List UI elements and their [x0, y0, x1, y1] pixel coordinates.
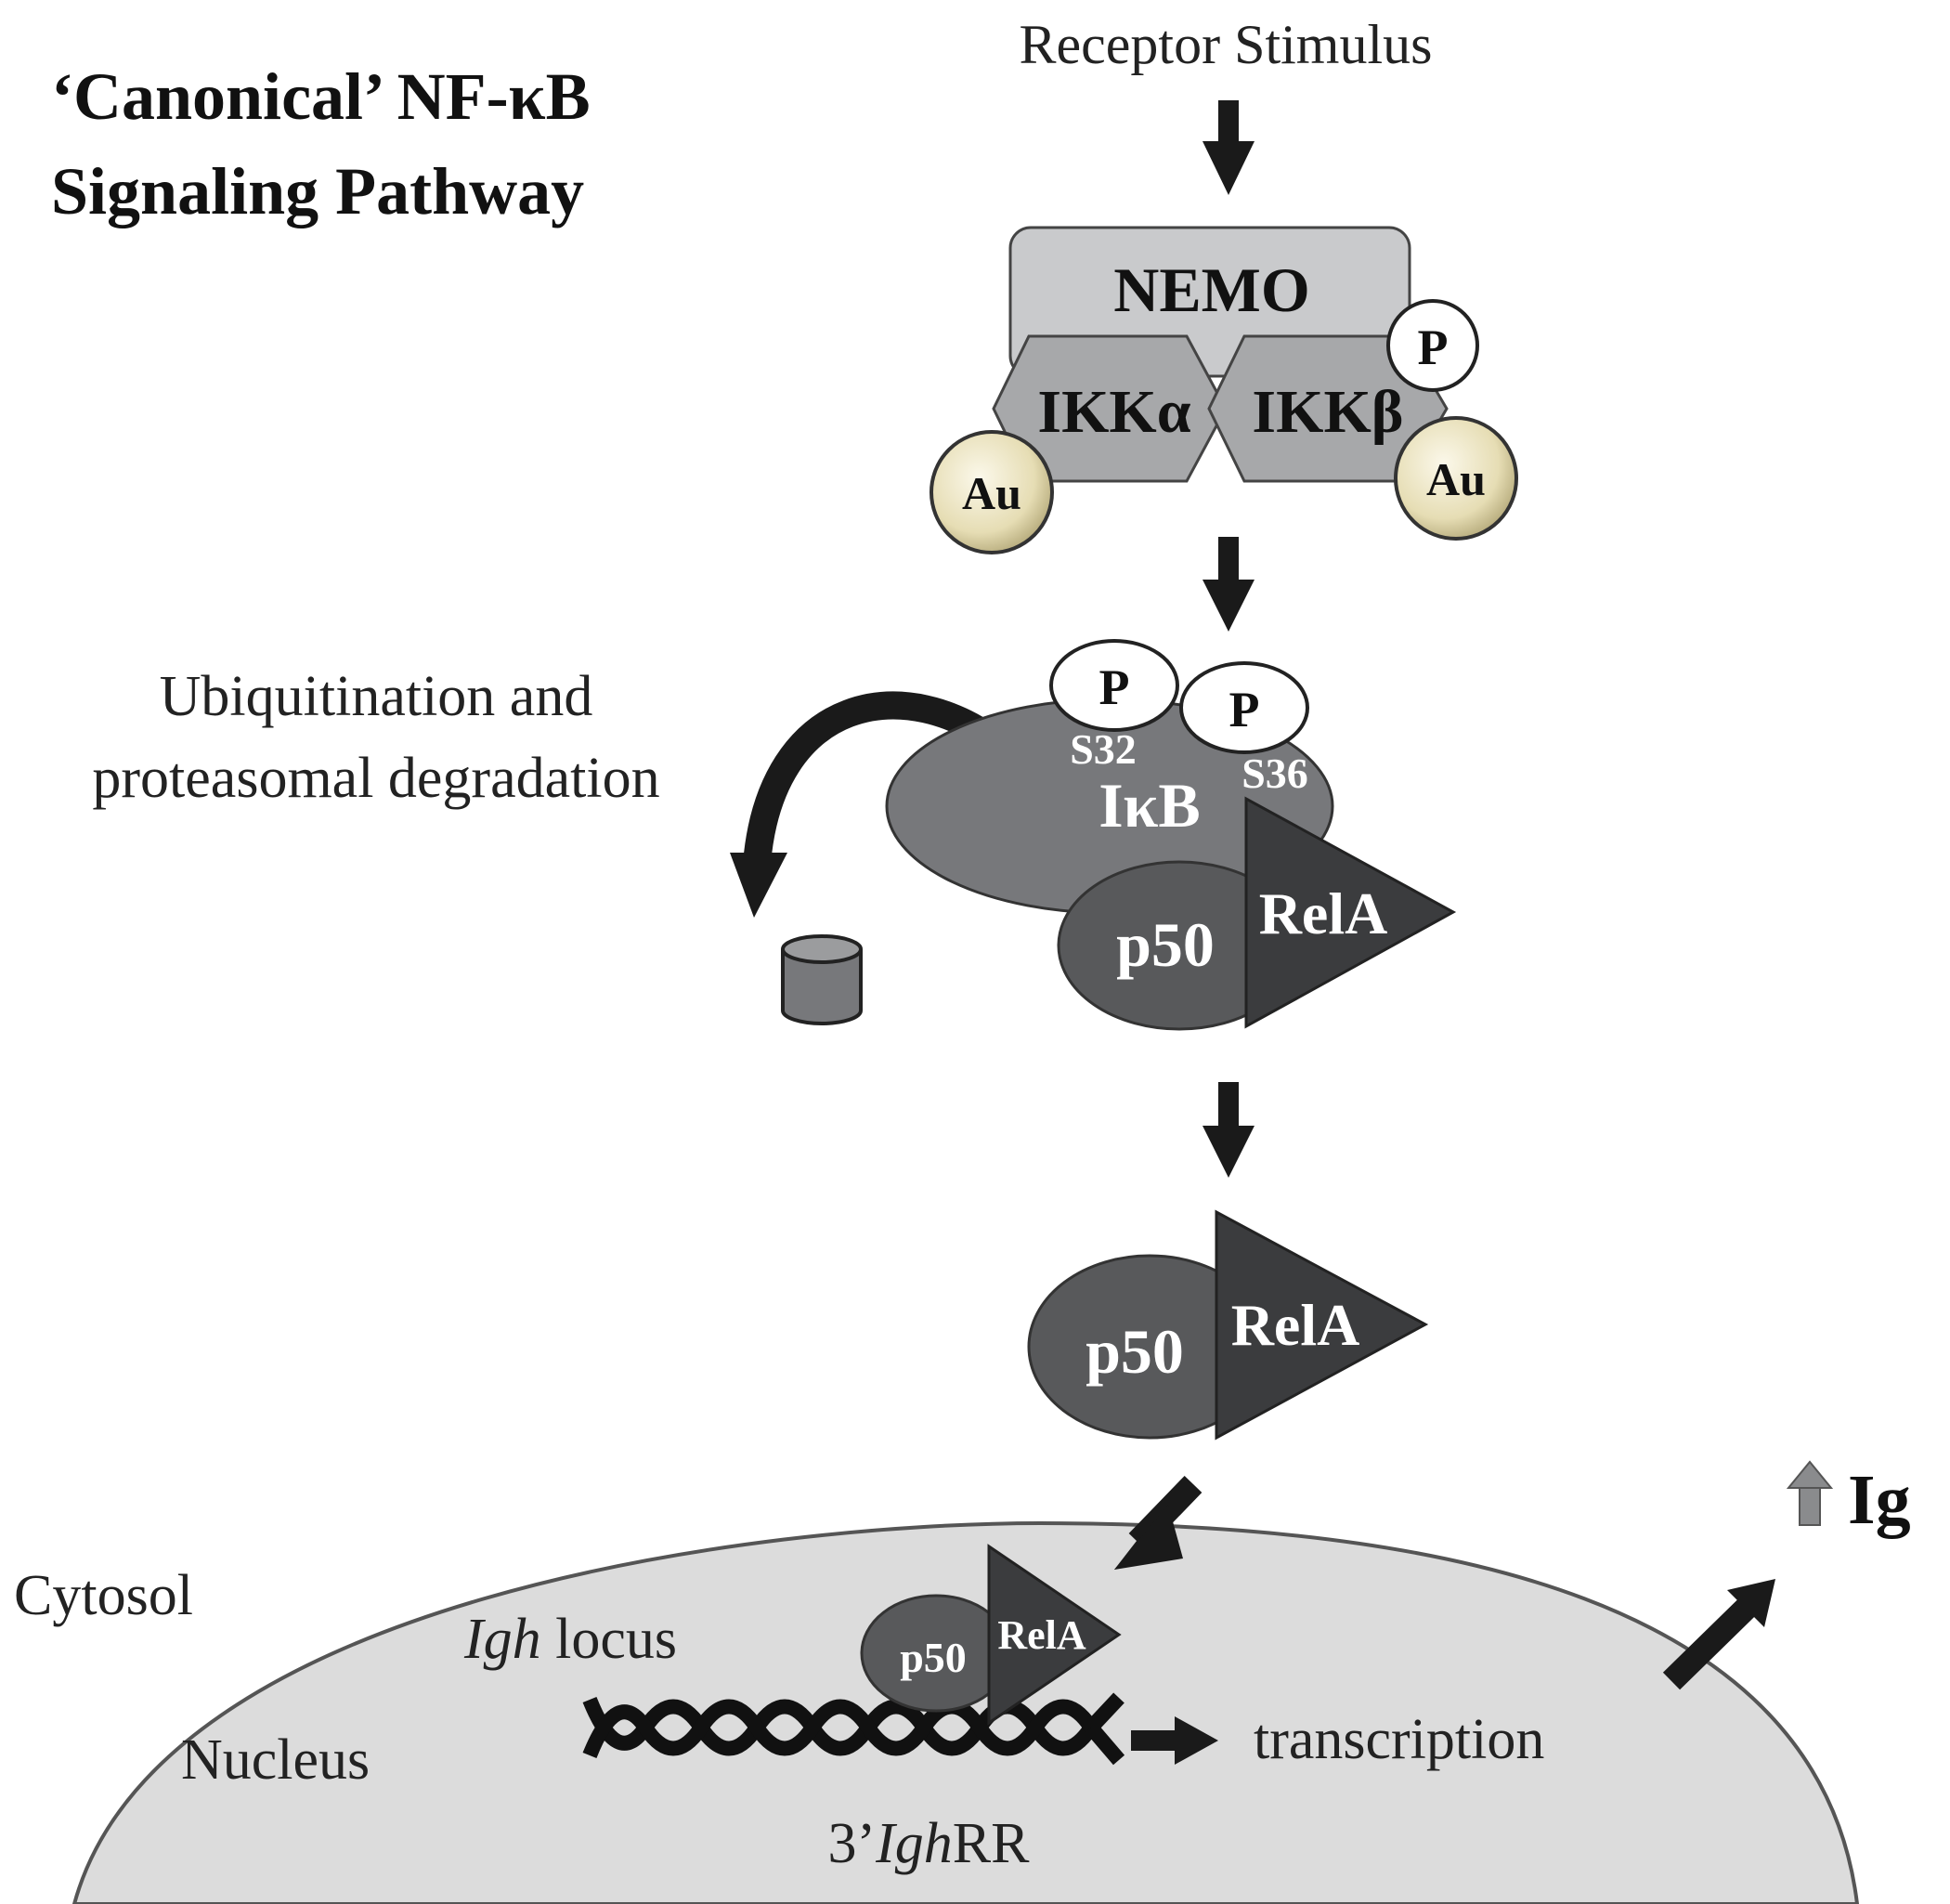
- ikb-label: IκB: [1098, 770, 1201, 841]
- gold-label-right: Au: [1426, 453, 1486, 505]
- receptor-stimulus-label: Receptor Stimulus: [1020, 14, 1433, 75]
- rela-triangle-2: [1215, 1209, 1429, 1441]
- degradation-curved-arrow: [730, 691, 1012, 918]
- nemo-label: NEMO: [1113, 254, 1310, 325]
- proteasome-icon: [781, 934, 863, 1025]
- gold-particle-left: [930, 430, 1054, 554]
- title-line1: ‘Canonical’ NF-κB: [51, 59, 591, 134]
- rela-label-3: RelA: [997, 1612, 1086, 1658]
- degradation-label-line2: proteasomal degradation: [92, 747, 659, 810]
- arrow-to-ig: [1662, 1579, 1775, 1690]
- rela-label-2: RelA: [1231, 1292, 1360, 1358]
- rela-triangle-1: [1244, 796, 1457, 1029]
- degradation-label-line1: Ubiquitination and: [160, 665, 593, 728]
- arrow-down-3: [1202, 1082, 1254, 1178]
- p50-label-2: p50: [1086, 1316, 1184, 1387]
- s32-label: S32: [1070, 725, 1137, 773]
- igh-locus-label: Igh locus: [463, 1608, 677, 1671]
- arrow-to-transcription: [1131, 1716, 1218, 1765]
- rela-label-1: RelA: [1259, 880, 1388, 946]
- arrow-down-1: [1202, 100, 1254, 195]
- s36-label: S36: [1242, 750, 1308, 797]
- ikk-alpha-label: IKKα: [1037, 378, 1190, 446]
- increase-arrow-icon: [1786, 1460, 1834, 1526]
- title-line2: Signaling Pathway: [51, 154, 584, 228]
- gold-label-left: Au: [962, 467, 1021, 519]
- nucleus-label: Nucleus: [181, 1728, 370, 1792]
- transcription-label: transcription: [1254, 1708, 1544, 1771]
- gold-particle-right: [1394, 416, 1518, 541]
- ikk-alpha-hexagon: [992, 334, 1228, 483]
- rela-triangle-3: [987, 1544, 1122, 1726]
- phospho-circle-ikk: [1386, 299, 1479, 392]
- phospho-label-ikk: P: [1418, 320, 1449, 375]
- cytosol-label: Cytosol: [14, 1564, 193, 1627]
- phospho-circle-s36: [1179, 661, 1309, 754]
- arrow-into-nucleus: [1114, 1475, 1202, 1570]
- igh-rr-label: 3’IghRR: [827, 1812, 1030, 1875]
- p50-label-3: p50: [900, 1634, 967, 1681]
- phospho-label-s32: P: [1099, 659, 1130, 715]
- ig-label: Ig: [1848, 1461, 1911, 1539]
- phospho-circle-s32: [1049, 639, 1179, 732]
- arrow-down-2: [1202, 537, 1254, 632]
- p50-label-1: p50: [1116, 909, 1215, 980]
- ikk-beta-label: IKKβ: [1252, 378, 1403, 446]
- phospho-label-s36: P: [1229, 682, 1260, 737]
